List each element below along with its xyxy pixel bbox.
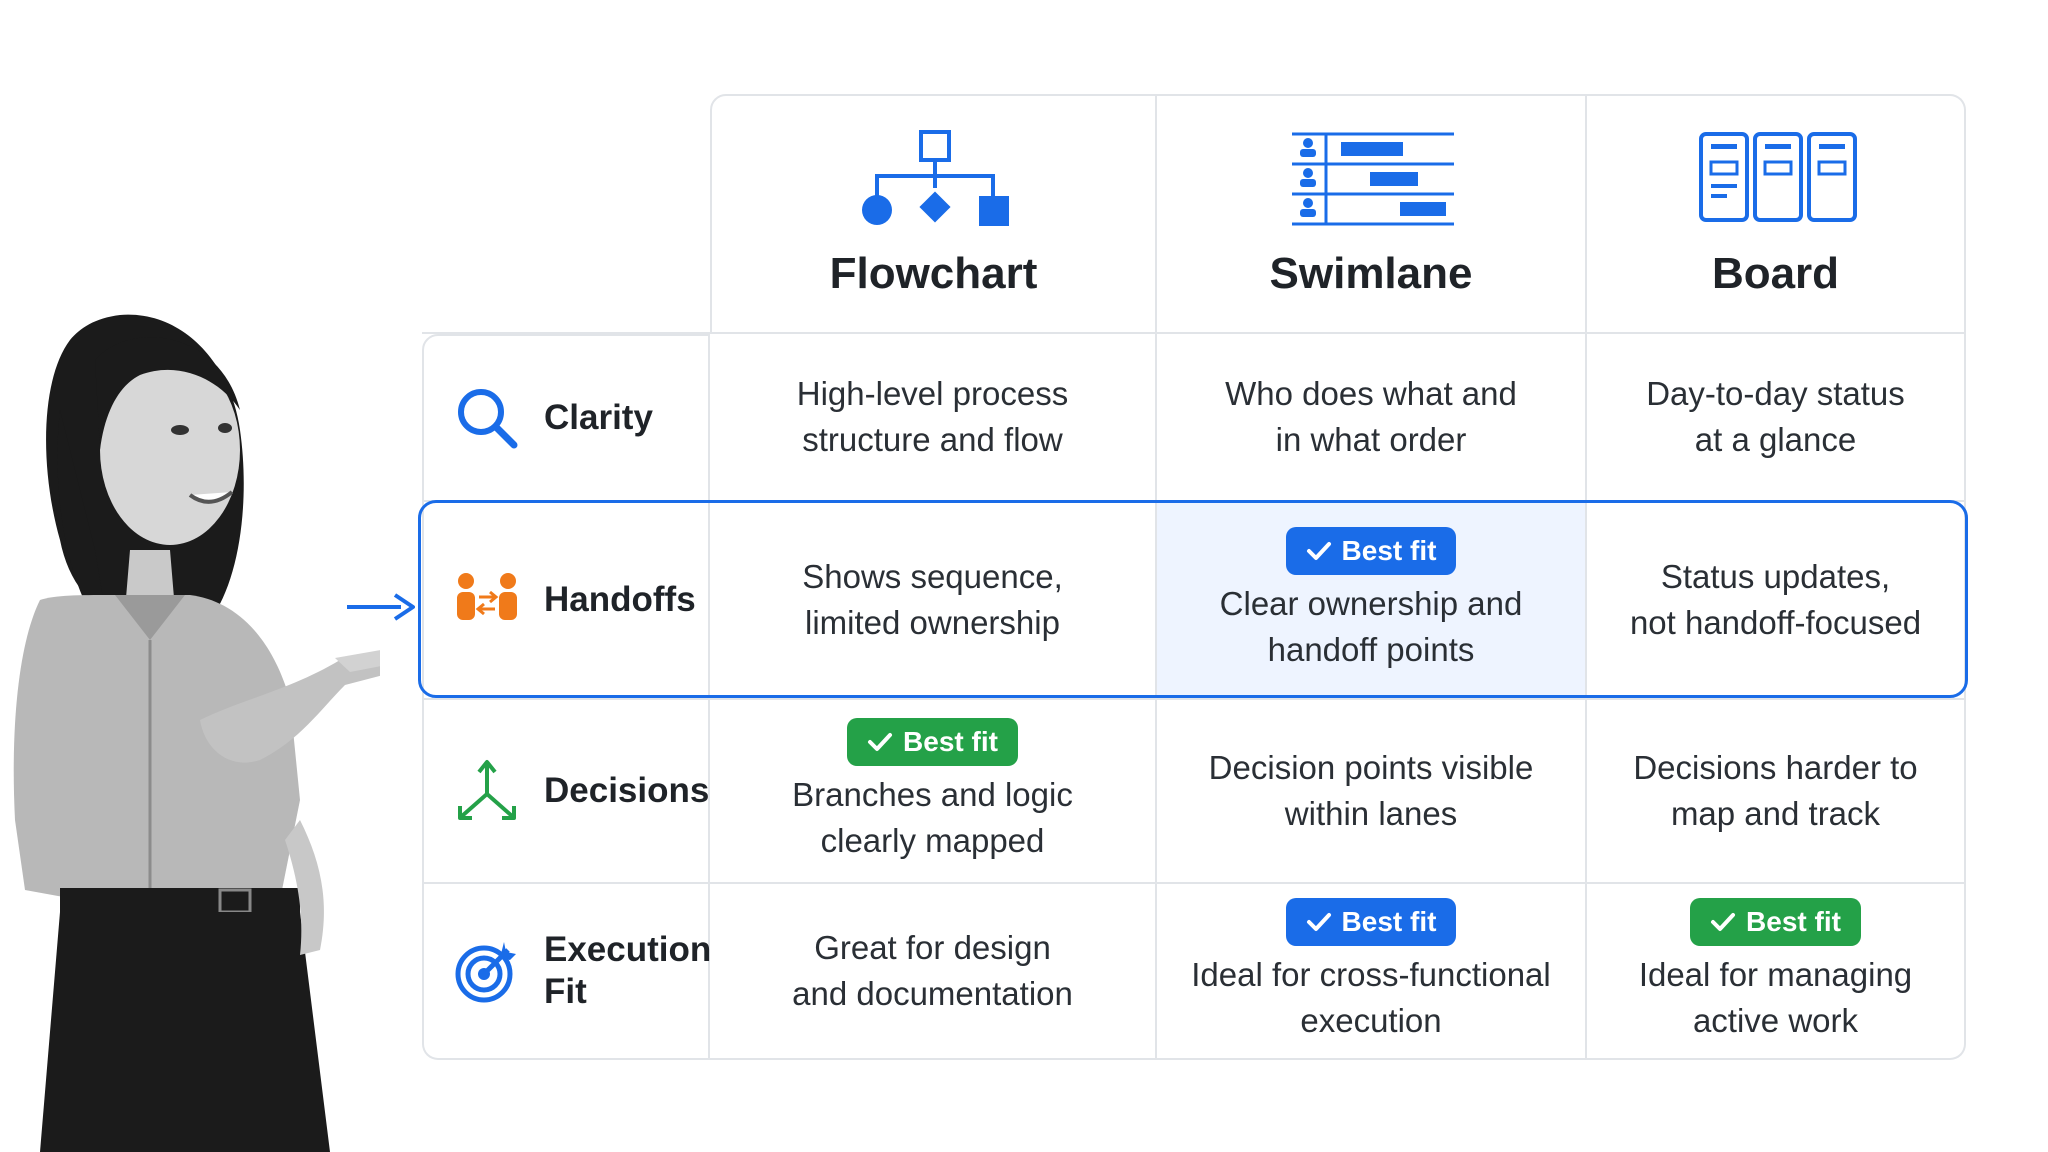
best-fit-badge: Best fit — [847, 718, 1018, 766]
table-cell-best-fit: Best fit Ideal for cross-functional exec… — [1157, 884, 1587, 1060]
comparison-table: Flowchart Swimlane — [422, 94, 1966, 1060]
target-icon — [455, 942, 516, 1003]
decision-branch-icon — [458, 760, 516, 820]
table-cell: Status updates, not handoff-focused — [1587, 502, 1966, 700]
row-label: Handoffs — [544, 580, 696, 619]
cell-text: Day-to-day status at a glance — [1646, 375, 1905, 458]
check-icon — [1306, 913, 1331, 931]
table-cell: Great for design and documentation — [710, 884, 1157, 1060]
cell-text: Who does what and in what order — [1225, 375, 1517, 458]
cell-text: Ideal for cross-functional execution — [1191, 956, 1551, 1039]
handoff-icon — [457, 573, 517, 620]
row-header-handoffs: Handoffs — [422, 502, 710, 700]
row-label: Decisions — [544, 771, 710, 810]
cell-text: Great for design and documentation — [792, 929, 1073, 1012]
badge-label: Best fit — [1746, 906, 1841, 937]
board-icon — [1698, 132, 1857, 222]
cell-text: Decisions harder to map and track — [1633, 749, 1918, 832]
badge-label: Best fit — [903, 726, 998, 757]
table-cell-best-fit: Best fit Ideal for managing active work — [1587, 884, 1966, 1060]
row-label: Execution Fit — [544, 930, 712, 1011]
table-cell-best-fit: Best fit Branches and logic clearly mapp… — [710, 700, 1157, 884]
badge-label: Best fit — [1341, 535, 1437, 566]
column-title: Board — [1711, 249, 1840, 298]
check-icon — [1306, 542, 1331, 560]
table-cell: Decision points visible within lanes — [1157, 700, 1587, 884]
search-icon — [458, 389, 518, 449]
row-header-execution-fit: Execution Fit — [422, 884, 712, 1060]
row-label: Clarity — [544, 398, 653, 437]
cell-text: Status updates, not handoff-focused — [1629, 558, 1922, 641]
row-header-decisions: Decisions — [422, 700, 710, 884]
best-fit-badge: Best fit — [1285, 527, 1457, 575]
pointer-arrow-icon — [347, 593, 415, 621]
column-header-swimlane: Swimlane — [1157, 94, 1587, 334]
column-header-flowchart: Flowchart — [710, 94, 1157, 334]
cell-text: Decision points visible within lanes — [1208, 749, 1534, 832]
best-fit-badge: Best fit — [1285, 898, 1457, 946]
table-cell: Decisions harder to map and track — [1587, 700, 1966, 884]
cell-text: Ideal for managing active work — [1638, 956, 1913, 1039]
flowchart-icon — [861, 130, 1009, 226]
best-fit-badge: Best fit — [1690, 898, 1861, 946]
check-icon — [868, 733, 893, 751]
swimlane-icon — [1292, 132, 1454, 226]
check-icon — [1711, 913, 1736, 931]
column-header-board: Board — [1587, 94, 1966, 334]
table-cell-best-fit: Best fit Clear ownership and handoff poi… — [1157, 502, 1587, 700]
presenter-illustration — [13, 314, 380, 1152]
table-cell: High-level process structure and flow — [710, 334, 1157, 502]
table-cell: Day-to-day status at a glance — [1587, 334, 1966, 502]
row-header-clarity: Clarity — [422, 334, 710, 502]
cell-text: High-level process structure and flow — [796, 375, 1069, 458]
cell-text: Clear ownership and handoff points — [1219, 585, 1523, 668]
badge-label: Best fit — [1341, 906, 1437, 937]
cell-text: Shows sequence, limited ownership — [802, 558, 1063, 641]
column-title: Flowchart — [829, 249, 1038, 298]
table-cell: Shows sequence, limited ownership — [710, 502, 1157, 700]
table-cell: Who does what and in what order — [1157, 334, 1587, 502]
column-title: Swimlane — [1269, 249, 1473, 298]
table-corner — [422, 94, 710, 334]
cell-text: Branches and logic clearly mapped — [792, 776, 1073, 859]
